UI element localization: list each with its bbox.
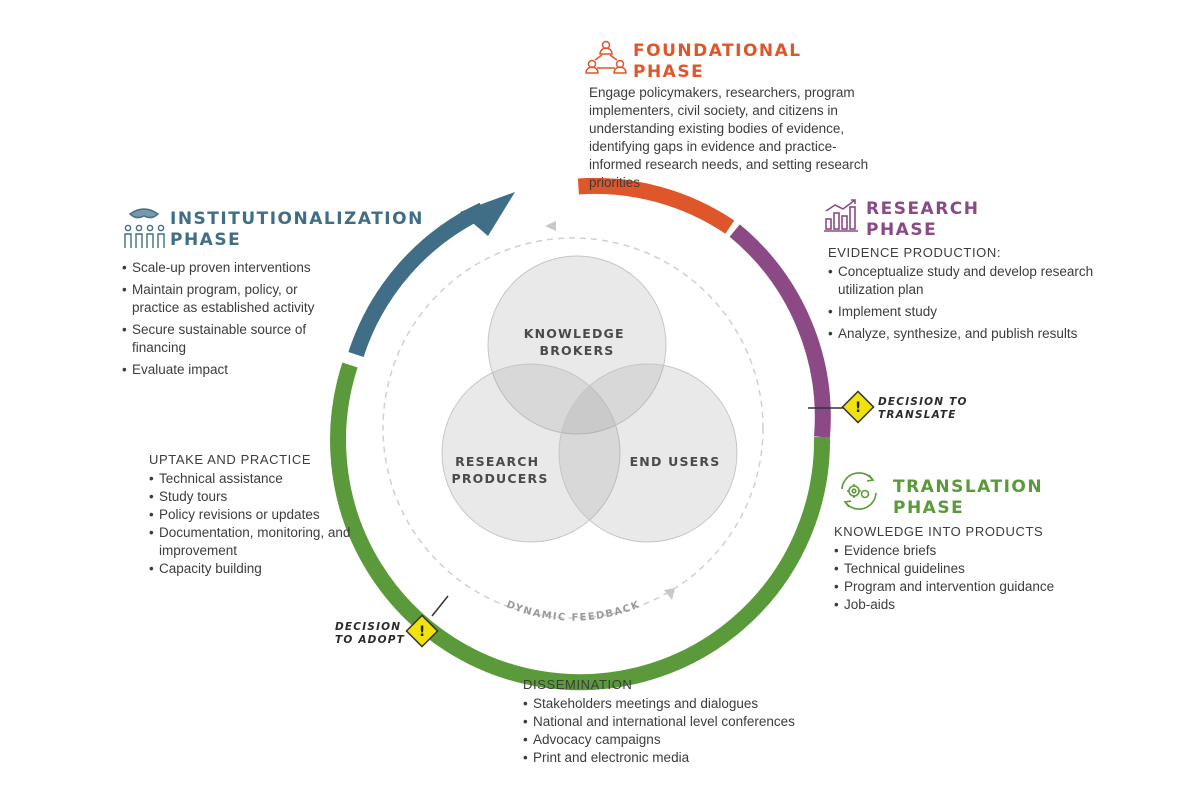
decision-adopt-label: DECISION TO ADOPT	[335, 621, 405, 647]
foundational-title: FOUNDATIONAL PHASE	[633, 41, 802, 83]
foundational-title-line2: PHASE	[633, 62, 705, 82]
bar-chart-icon	[822, 197, 860, 233]
list-item: Technical guidelines	[834, 560, 1094, 578]
list-item: Evaluate impact	[122, 361, 322, 379]
research-details: EVIDENCE PRODUCTION: Conceptualize study…	[828, 245, 1098, 347]
list-item: Conceptualize study and develop research…	[828, 263, 1098, 299]
list-item: Stakeholders meetings and dialogues	[523, 695, 823, 713]
people-network-icon	[584, 38, 628, 78]
decision-translate-line1: DECISION TO	[878, 396, 968, 408]
dissemination-subtitle: DISSEMINATION	[523, 677, 633, 692]
research-title-line2: PHASE	[866, 220, 938, 240]
list-item: Evidence briefs	[834, 542, 1094, 560]
translation-details: KNOWLEDGE INTO PRODUCTS Evidence briefs …	[834, 524, 1094, 614]
people-group-icon	[122, 204, 166, 250]
research-phase: RESEARCH PHASE	[866, 199, 980, 241]
research-subtitle: EVIDENCE PRODUCTION:	[828, 245, 1002, 260]
list-item: Program and intervention guidance	[834, 578, 1094, 596]
institutionalization-title-line2: PHASE	[170, 230, 242, 250]
research-list: Conceptualize study and develop research…	[828, 263, 1098, 343]
uptake-subtitle: UPTAKE AND PRACTICE	[149, 452, 312, 467]
list-item: Capacity building	[149, 560, 354, 578]
list-item: Scale-up proven interventions	[122, 259, 322, 277]
institutionalization-arc	[348, 202, 487, 357]
research-arc	[729, 224, 831, 438]
venn-top-label: KNOWLEDGE BROKERS	[524, 326, 631, 358]
decision-adopt-icon: !	[405, 614, 439, 648]
list-item: Implement study	[828, 303, 1098, 321]
uptake-list: Technical assistance Study tours Policy …	[149, 470, 354, 578]
foundational-title-line1: FOUNDATIONAL	[633, 41, 802, 61]
list-item: Study tours	[149, 488, 354, 506]
translation-list: Evidence briefs Technical guidelines Pro…	[834, 542, 1094, 614]
list-item: Advocacy campaigns	[523, 731, 823, 749]
venn-research-producers	[441, 363, 621, 543]
foundational-phase: FOUNDATIONAL PHASE	[633, 41, 802, 83]
gears-cycle-icon	[836, 471, 882, 511]
list-item: Maintain program, policy, or practice as…	[122, 281, 322, 317]
institutionalization-title-line1: INSTITUTIONALIZATION	[170, 209, 424, 229]
translation-title: TRANSLATION PHASE	[893, 477, 1043, 519]
foundational-description: Engage policymakers, researchers, progra…	[589, 85, 869, 190]
list-item: National and international level confere…	[523, 713, 823, 731]
venn-left-label: RESEARCH PRODUCERS	[451, 454, 548, 486]
feedback-arrow-bottom	[664, 588, 675, 600]
decision-adopt-line1: DECISION	[335, 621, 402, 633]
venn-knowledge-brokers	[487, 255, 667, 435]
feedback-arrow-top	[545, 221, 556, 231]
translation-title-line1: TRANSLATION	[893, 477, 1044, 497]
translation-phase: TRANSLATION PHASE	[893, 477, 1043, 519]
list-item: Documentation, monitoring, and improveme…	[149, 524, 354, 560]
list-item: Secure sustainable source of financing	[122, 321, 322, 357]
list-item: Policy revisions or updates	[149, 506, 354, 524]
institutionalization-title: INSTITUTIONALIZATION PHASE	[170, 209, 424, 251]
cycle-arrowhead	[460, 192, 515, 236]
research-title-line1: RESEARCH	[866, 199, 980, 219]
translation-title-line2: PHASE	[893, 498, 965, 518]
research-title: RESEARCH PHASE	[866, 199, 980, 241]
institutionalization-details: Scale-up proven interventions Maintain p…	[122, 259, 322, 383]
foundational-arc	[577, 177, 735, 234]
venn-end-users	[558, 363, 738, 543]
list-item: Technical assistance	[149, 470, 354, 488]
list-item: Job-aids	[834, 596, 1094, 614]
decision-translate-line2: TRANSLATE	[878, 409, 957, 421]
dissemination-list: Stakeholders meetings and dialogues Nati…	[523, 695, 823, 767]
translation-subtitle: KNOWLEDGE INTO PRODUCTS	[834, 524, 1044, 539]
decision-adopt-line2: TO ADOPT	[335, 634, 405, 646]
decision-adopt-tick	[431, 595, 449, 617]
decision-translate-icon: !	[841, 390, 875, 424]
uptake-details: UPTAKE AND PRACTICE Technical assistance…	[149, 452, 354, 578]
institutionalization-phase: INSTITUTIONALIZATION PHASE	[170, 209, 424, 251]
venn-right-label: END USERS	[630, 454, 721, 469]
feedback-label: DYNAMIC FEEDBACK	[505, 599, 642, 623]
svg-text:!: !	[419, 624, 425, 640]
feedback-circle	[382, 237, 764, 619]
list-item: Print and electronic media	[523, 749, 823, 767]
svg-text:!: !	[855, 400, 861, 416]
decision-translate-label: DECISION TO TRANSLATE	[878, 396, 968, 422]
dissemination-details: DISSEMINATION Stakeholders meetings and …	[523, 677, 823, 767]
institutionalization-list: Scale-up proven interventions Maintain p…	[122, 259, 322, 379]
list-item: Analyze, synthesize, and publish results	[828, 325, 1098, 343]
